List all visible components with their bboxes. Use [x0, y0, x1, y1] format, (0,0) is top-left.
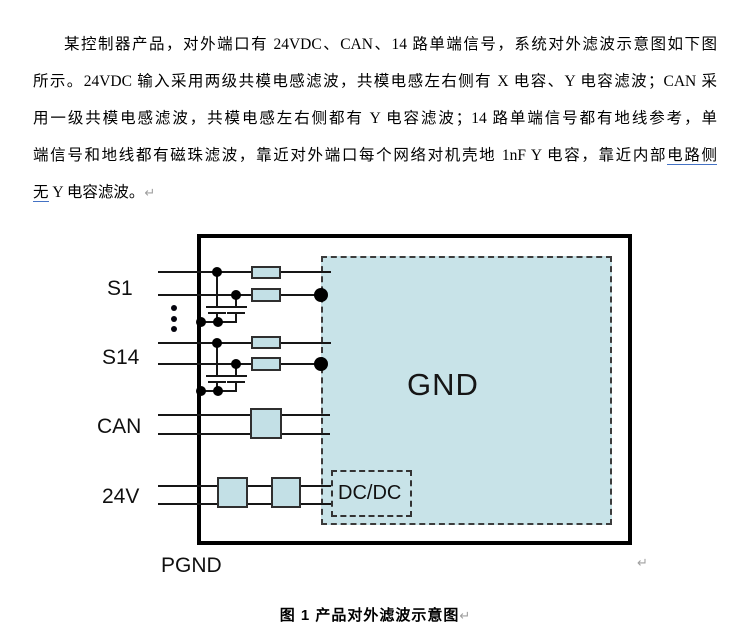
paragraph-line: 端信号和地线都有磁珠滤波，靠近对外端口每个网络对机壳地 1nF Y 电容，靠近内…	[33, 137, 717, 174]
v24-common-mode-choke-stage2	[271, 477, 301, 508]
y-capacitor-icon	[206, 375, 228, 377]
paragraph-mark-icon: ↵	[459, 609, 471, 624]
paragraph-line: 所示。24VDC 输入采用两级共模电感滤波，共模电感左右侧有 X 电容、Y 电容…	[33, 63, 717, 100]
s1-ycap1-lead	[216, 272, 218, 307]
paragraph-mark-icon: ↵	[144, 186, 156, 201]
junction-dot	[213, 386, 223, 396]
s1-signal-line	[158, 271, 331, 273]
paragraph-text: 端信号和地线都有磁珠滤波，靠近对外端口每个网络对机壳地 1nF Y 电容，靠近内…	[33, 147, 668, 164]
port-label-s14: S14	[102, 346, 140, 369]
paragraph-line: 无 Y 电容滤波。↵	[33, 174, 717, 212]
vertical-ellipsis-icon	[171, 316, 177, 322]
port-label-can: CAN	[97, 415, 142, 438]
s14-ycap1-lead	[216, 343, 218, 376]
junction-dot	[231, 290, 241, 300]
gnd-label: GND	[407, 367, 479, 402]
s1-ycap2-lead	[235, 295, 237, 307]
can-low-line	[158, 433, 330, 435]
s1-ground-ferrite-bead	[251, 288, 281, 302]
paragraph-text: 某控制器产品，对外端口有 24VDC、CAN、14 路单端信号，系统对外滤波示意…	[64, 36, 717, 53]
dcdc-converter-box: DC/DC	[331, 470, 412, 517]
y-capacitor-icon	[206, 306, 228, 308]
pgnd-label: PGND	[161, 554, 222, 577]
junction-dot	[212, 267, 222, 277]
can-common-mode-choke	[250, 408, 282, 439]
junction-dot	[196, 386, 206, 396]
can-high-line	[158, 414, 330, 416]
paragraph-line: 某控制器产品，对外端口有 24VDC、CAN、14 路单端信号，系统对外滤波示意…	[33, 26, 717, 63]
paragraph-line: 用一级共模电感滤波，共模电感左右侧都有 Y 电容滤波；14 路单端信号都有地线参…	[33, 100, 717, 137]
paragraph-text: Y 电容滤波。	[48, 184, 145, 201]
vertical-ellipsis-icon	[171, 305, 177, 311]
gnd-connection-dot	[314, 357, 328, 371]
s14-signal-line	[158, 342, 331, 344]
s14-ycap2-lead	[235, 364, 237, 376]
junction-dot	[196, 317, 206, 327]
s1-ferrite-bead	[251, 266, 281, 279]
figure-caption: 图 1 产品对外滤波示意图↵	[0, 604, 750, 625]
dcdc-label: DC/DC	[338, 482, 402, 504]
body-paragraph: 某控制器产品，对外端口有 24VDC、CAN、14 路单端信号，系统对外滤波示意…	[33, 26, 717, 212]
s1-ycap2-lead	[235, 313, 237, 323]
gnd-connection-dot	[314, 288, 328, 302]
s14-ycap2-lead	[235, 382, 237, 391]
junction-dot	[213, 317, 223, 327]
grammar-underlined-text: 电路侧	[667, 147, 717, 165]
vertical-ellipsis-icon	[171, 326, 177, 332]
y-capacitor-icon	[225, 375, 247, 377]
s14-ferrite-bead	[251, 336, 281, 349]
port-label-24v: 24V	[102, 485, 140, 508]
v24-common-mode-choke-stage1	[217, 477, 248, 508]
s14-ground-ferrite-bead	[251, 357, 281, 371]
grammar-underlined-text: 无	[33, 184, 49, 202]
junction-dot	[231, 359, 241, 369]
paragraph-text: 所示。24VDC 输入采用两级共模电感滤波，共模电感左右侧有 X 电容、Y 电容…	[33, 73, 717, 90]
figure-caption-text: 图 1 产品对外滤波示意图	[279, 607, 460, 624]
port-label-s1: S1	[107, 277, 133, 300]
junction-dot	[212, 338, 222, 348]
y-capacitor-icon	[225, 306, 247, 308]
paragraph-mark-icon: ↵	[637, 556, 648, 571]
paragraph-text: 用一级共模电感滤波，共模电感左右侧都有 Y 电容滤波；14 路单端信号都有地线参…	[33, 110, 717, 127]
